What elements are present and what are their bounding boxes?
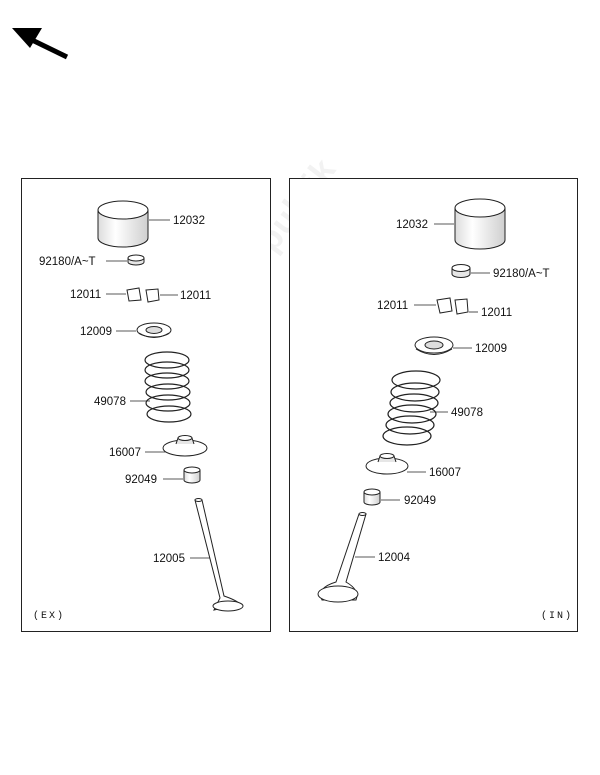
in-valve [317, 512, 367, 603]
ex-spring-seat [162, 435, 208, 457]
in-tappet [454, 198, 506, 250]
in-label-stem-seal: 92049 [404, 495, 436, 507]
in-label-spring: 49078 [451, 407, 483, 419]
ex-label-spring-seat: 16007 [109, 447, 141, 459]
ex-stem-seal [183, 466, 201, 484]
intake-panel [289, 178, 578, 632]
ex-spring-retainer [136, 322, 172, 338]
ex-label-spring-retainer: 12009 [80, 326, 112, 338]
ex-tappet [97, 200, 149, 248]
in-spring [382, 370, 441, 446]
in-label-spring-retainer: 12009 [475, 343, 507, 355]
ex-cotters [126, 287, 160, 303]
in-view-label: (IN) [541, 611, 574, 622]
front-direction-arrow-icon [12, 28, 69, 60]
ex-label-cotter-left: 12011 [70, 289, 102, 301]
ex-valve [194, 498, 244, 612]
ex-label-valve: 12005 [153, 553, 185, 565]
in-spring-seat [365, 453, 409, 475]
in-spring-retainer [414, 336, 454, 355]
ex-label-cotter-right: 12011 [180, 290, 212, 302]
ex-label-tappet: 12032 [173, 215, 205, 227]
in-cotters [436, 297, 469, 315]
ex-spring [144, 351, 192, 423]
in-label-spring-seat: 16007 [429, 467, 461, 479]
ex-label-shim: 92180/A~T [39, 256, 96, 268]
in-label-cotter-left: 12011 [377, 300, 409, 312]
in-label-cotter-right: 12011 [481, 307, 513, 319]
ex-shim [127, 254, 145, 266]
in-label-shim: 92180/A~T [493, 268, 550, 280]
in-shim [451, 264, 471, 278]
ex-label-stem-seal: 92049 [125, 474, 157, 486]
ex-label-spring: 49078 [94, 396, 126, 408]
in-label-tappet: 12032 [396, 219, 428, 231]
in-label-valve: 12004 [378, 552, 410, 564]
in-stem-seal [363, 488, 381, 506]
ex-view-label: (EX) [33, 611, 66, 622]
